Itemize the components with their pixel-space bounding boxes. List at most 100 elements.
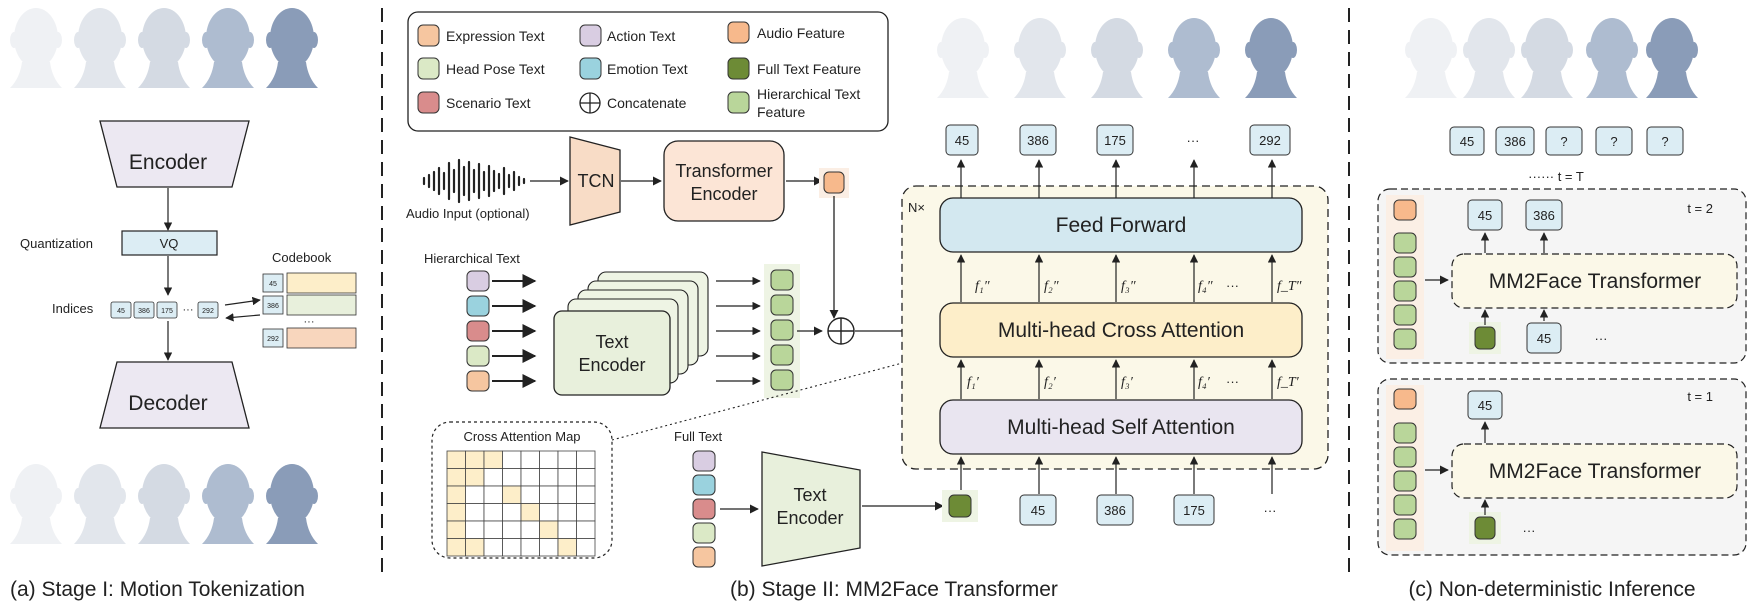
stage1-bottom-heads — [10, 464, 318, 544]
hier-text-tokens — [466, 270, 490, 392]
attention-cell — [520, 485, 540, 504]
stage1-vq-box — [121, 230, 218, 256]
svg-text:45: 45 — [117, 308, 125, 315]
stage1-decoder-label: Decoder — [128, 392, 207, 415]
out-token-3 — [1096, 124, 1134, 156]
svg-text:Text: Text — [595, 332, 628, 352]
attention-cell — [557, 520, 577, 539]
audio-waveform-icon — [422, 158, 526, 204]
svg-text:f₃″: f₃″ — [1121, 279, 1136, 294]
feature-labels-top: f₁″ f₂″ f₃″ f₄″ ··· f_T″ — [975, 278, 1302, 294]
attention-cell — [446, 520, 466, 539]
svg-text:45: 45 — [1478, 398, 1492, 413]
svg-text:292: 292 — [202, 308, 214, 315]
full-text-label: Full Text — [674, 429, 723, 444]
attention-cell — [502, 538, 522, 557]
audio-input-label: Audio Input (optional) — [406, 206, 530, 221]
audio-feature-token — [823, 171, 845, 194]
svg-text:Scenario Text: Scenario Text — [446, 95, 531, 111]
svg-text:Concatenate: Concatenate — [607, 95, 687, 111]
svg-text:···: ··· — [1226, 374, 1239, 389]
feed-forward-block — [939, 197, 1303, 253]
svg-text:386: 386 — [267, 303, 279, 310]
stage1-caption: (a) Stage I: Motion Tokenization — [10, 578, 305, 601]
stage3-group: 45 386 ? ? ? ······ t = T t = 2 MM2Face … — [1377, 18, 1747, 601]
attention-cell — [539, 468, 559, 487]
stage1-group: Encoder Quantization VQ Indices 45 386 1… — [10, 8, 357, 601]
attention-cell — [539, 485, 559, 504]
out-token-5 — [1249, 124, 1291, 156]
attention-cell — [446, 468, 466, 487]
svg-text:?: ? — [1560, 134, 1567, 149]
svg-text:Head Pose Text: Head Pose Text — [446, 61, 545, 77]
svg-text:f₃′: f₃′ — [1121, 375, 1134, 390]
index-token-2 — [133, 301, 155, 319]
attention-cell — [446, 538, 466, 557]
hier-feature-tokens — [770, 269, 794, 391]
svg-text:45: 45 — [1537, 331, 1551, 346]
transformer-encoder-block — [663, 140, 785, 222]
attention-cell — [502, 503, 522, 522]
svg-text:f₁′: f₁′ — [967, 375, 980, 390]
index-token-1 — [110, 301, 132, 319]
stage3-caption: (c) Non-deterministic Inference — [1408, 578, 1695, 601]
svg-text:?: ? — [1610, 134, 1617, 149]
attention-cell — [483, 538, 503, 557]
attention-cell — [446, 503, 466, 522]
stage1-vq-label: VQ — [160, 236, 179, 251]
attention-cell — [465, 485, 485, 504]
attention-cell — [576, 450, 596, 469]
attention-cell — [557, 450, 577, 469]
stage1-top-heads — [10, 8, 318, 88]
attention-cell — [483, 450, 503, 469]
attention-cell — [557, 503, 577, 522]
attention-cell — [520, 450, 540, 469]
svg-text:Full Text Feature: Full Text Feature — [757, 61, 861, 77]
stage1-decoder — [99, 361, 250, 429]
svg-text:386: 386 — [1027, 133, 1049, 148]
attention-cell — [520, 503, 540, 522]
svg-text:···: ··· — [1187, 133, 1200, 148]
svg-text:45: 45 — [955, 133, 969, 148]
svg-text:?: ? — [1661, 134, 1668, 149]
svg-text:Hierarchical Text: Hierarchical Text — [757, 86, 860, 102]
svg-text:f₂″: f₂″ — [1044, 279, 1059, 294]
attention-cell — [557, 468, 577, 487]
svg-text:···: ··· — [1595, 331, 1608, 346]
svg-text:f_T″: f_T″ — [1277, 279, 1302, 294]
svg-text:···: ··· — [1264, 503, 1277, 518]
svg-text:175: 175 — [1183, 503, 1205, 518]
svg-text:f₂′: f₂′ — [1044, 375, 1057, 390]
full-text-encoder — [761, 451, 861, 567]
stage1-index-tokens: 45 386 175 ··· 292 — [110, 301, 219, 319]
stage2-input-tokens: 45 386 175 ··· — [1019, 494, 1277, 526]
svg-text:Action Text: Action Text — [607, 28, 675, 44]
attention-cell — [557, 538, 577, 557]
attention-cell — [465, 468, 485, 487]
out-token-2 — [1019, 124, 1057, 156]
attention-grid — [446, 450, 596, 557]
svg-text:Transformer: Transformer — [675, 161, 772, 181]
svg-text:···: ··· — [1523, 523, 1536, 538]
svg-text:f₄′: f₄′ — [1198, 375, 1211, 390]
attention-cell — [465, 538, 485, 557]
stage2-group: Expression Text Action Text Audio Featur… — [406, 11, 1329, 601]
svg-text:t = 1: t = 1 — [1687, 389, 1713, 404]
svg-text:Expression Text: Expression Text — [446, 28, 545, 44]
attention-cell — [483, 468, 503, 487]
stage1-indices-label: Indices — [52, 301, 94, 316]
svg-text:Encoder: Encoder — [690, 184, 757, 204]
attention-cell — [539, 520, 559, 539]
attention-cell — [576, 485, 596, 504]
stacked-text-encoder: Text Encoder — [553, 271, 709, 396]
attention-cell — [520, 468, 540, 487]
hier-text-label: Hierarchical Text — [424, 251, 520, 266]
svg-text:···: ··· — [304, 316, 315, 328]
attention-cell — [539, 538, 559, 557]
full-text-tokens — [692, 450, 716, 568]
in-token-2 — [1096, 494, 1134, 526]
stage2-caption: (b) Stage II: MM2Face Transformer — [730, 578, 1058, 601]
svg-text:386: 386 — [1533, 208, 1555, 223]
index-token-4 — [197, 301, 219, 319]
svg-text:MM2Face Transformer: MM2Face Transformer — [1489, 460, 1701, 483]
